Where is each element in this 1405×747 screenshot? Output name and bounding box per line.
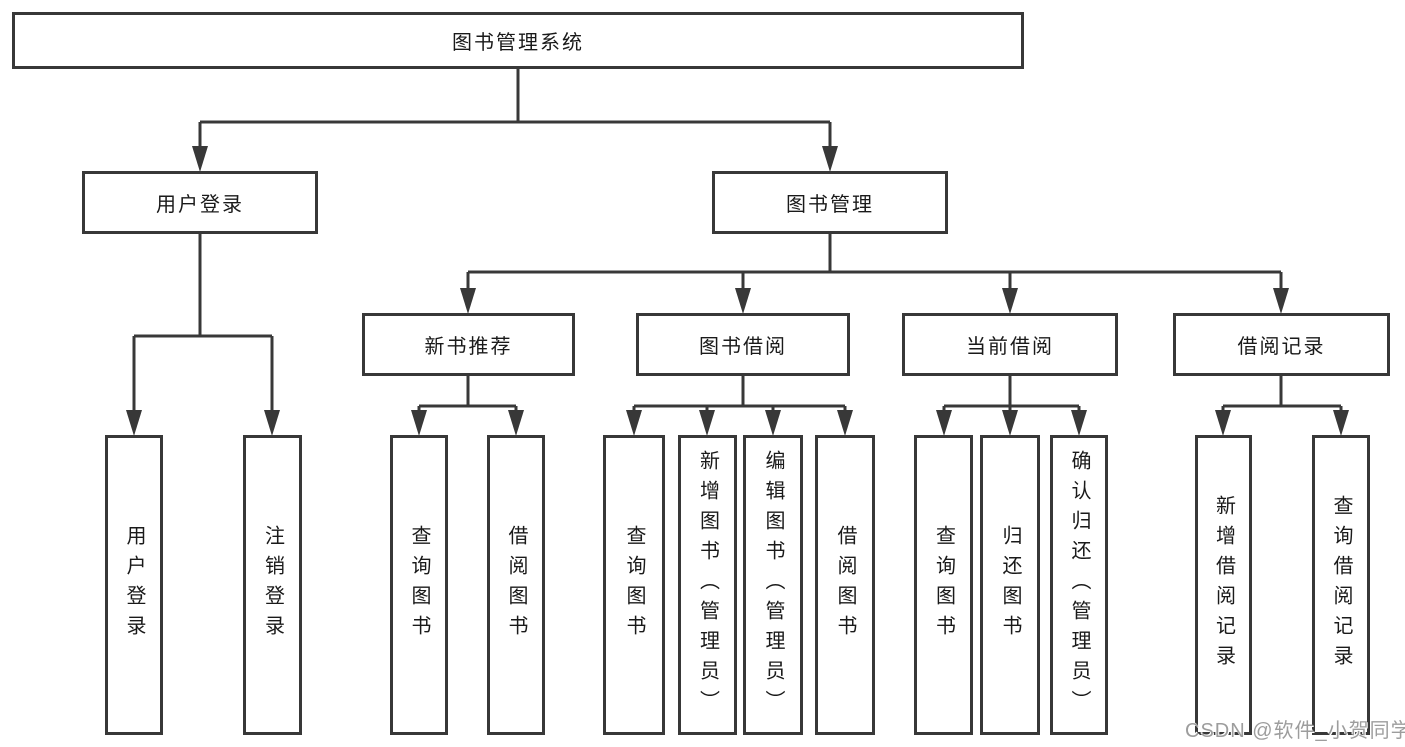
leaf-borrow-books-recommend: 借阅图书 xyxy=(487,435,545,735)
leaf-query-borrow-record: 查询借阅记录 xyxy=(1312,435,1370,735)
leaf-query-books-recommend-label: 查询图书 xyxy=(408,525,430,645)
leaf-user-login: 用户登录 xyxy=(105,435,163,735)
leaf-query-books-current: 查询图书 xyxy=(914,435,973,735)
node-current-borrowing: 当前借阅 xyxy=(902,313,1118,376)
leaf-query-books-current-label: 查询图书 xyxy=(932,525,955,645)
node-book-borrowing: 图书借阅 xyxy=(636,313,850,376)
connector-user-login xyxy=(132,234,274,414)
node-new-book-recommendation: 新书推荐 xyxy=(362,313,575,376)
connector-root xyxy=(198,69,832,150)
leaf-user-login-label: 用户登录 xyxy=(123,525,145,645)
csdn-watermark: CSDN @软件_小贺同学 xyxy=(1185,720,1405,742)
node-library-management-system: 图书管理系统 xyxy=(12,12,1024,69)
leaf-add-books-admin: 新增图书（管理员） xyxy=(678,435,737,735)
connector-book-management xyxy=(466,234,1283,292)
connector-book-borrow xyxy=(632,375,847,414)
leaf-query-borrow-record-label: 查询借阅记录 xyxy=(1330,495,1352,675)
node-borrowing-records: 借阅记录 xyxy=(1173,313,1390,376)
leaf-return-books: 归还图书 xyxy=(980,435,1040,735)
leaf-confirm-return-admin-label: 确认归还（管理员） xyxy=(1068,450,1090,720)
leaf-return-books-label: 归还图书 xyxy=(999,525,1021,645)
leaf-logout-label: 注销登录 xyxy=(261,525,284,645)
leaf-confirm-return-admin: 确认归还（管理员） xyxy=(1050,435,1108,735)
connector-new-book xyxy=(417,375,518,414)
leaf-add-borrow-record: 新增借阅记录 xyxy=(1195,435,1252,735)
connector-borrow-records xyxy=(1221,375,1343,414)
leaf-add-books-admin-label: 新增图书（管理员） xyxy=(696,450,719,720)
leaf-borrow-books-label: 借阅图书 xyxy=(834,525,856,645)
leaf-add-borrow-record-label: 新增借阅记录 xyxy=(1212,495,1235,675)
leaf-borrow-books-recommend-label: 借阅图书 xyxy=(505,525,527,645)
node-book-management-module: 图书管理 xyxy=(712,171,948,234)
leaf-logout: 注销登录 xyxy=(243,435,302,735)
leaf-borrow-books: 借阅图书 xyxy=(815,435,875,735)
connector-current-borrow xyxy=(942,375,1081,414)
leaf-query-books-borrowing-label: 查询图书 xyxy=(623,525,645,645)
leaf-edit-books-admin-label: 编辑图书（管理员） xyxy=(762,450,784,720)
node-user-login-module: 用户登录 xyxy=(82,171,318,234)
leaf-query-books-recommend: 查询图书 xyxy=(390,435,448,735)
leaf-edit-books-admin: 编辑图书（管理员） xyxy=(743,435,803,735)
leaf-query-books-borrowing: 查询图书 xyxy=(603,435,665,735)
